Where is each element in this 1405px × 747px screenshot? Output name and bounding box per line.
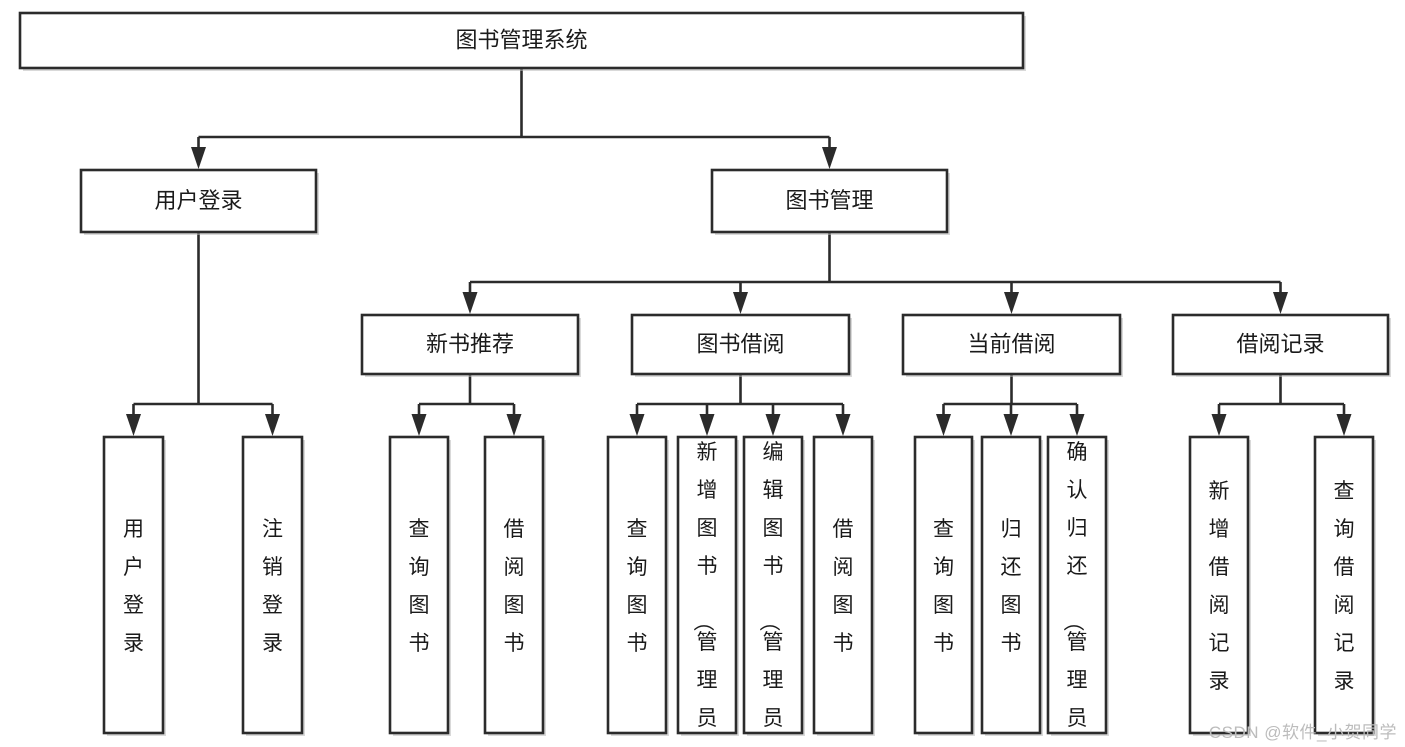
node-rect[interactable] [630,313,851,376]
node-rect[interactable] [812,435,874,735]
edge-arrow-icon [1004,292,1019,314]
edge-arrow-icon [822,147,837,169]
node-label: 查询图书 [409,518,430,655]
node-root[interactable]: 图书管理系统 [18,11,1026,71]
node-label: 确认归还（管理员） [1062,441,1088,747]
edge-arrow-icon [1211,414,1227,436]
node-l3-new[interactable]: 新书推荐 [360,313,581,377]
edge-arrow-icon [765,414,781,436]
node-leaf-b-query[interactable]: 查询图书 [606,435,669,736]
edges-layer [126,68,1352,436]
node-rect[interactable] [79,168,318,234]
node-leaf-c-query[interactable]: 查询图书 [913,435,975,736]
node-leaf-c-return[interactable]: 归还图书 [980,435,1043,736]
node-l2-book[interactable]: 图书管理 [710,168,950,235]
node-label: 图书借阅 [696,331,784,356]
node-label: 查询借阅记录 [1334,480,1355,693]
node-leaf-b-edit[interactable]: 编辑图书（管理员） [742,435,805,747]
node-leaf-c-confirm[interactable]: 确认归还（管理员） [1046,435,1109,747]
node-rect[interactable] [102,435,165,735]
node-label: 当前借阅 [967,331,1055,356]
node-label: 编辑图书（管理员） [758,441,784,747]
node-leaf-user-logout[interactable]: 注销登录 [241,435,305,736]
node-label: 图书管理系统 [455,27,587,52]
node-label: 新增图书（管理员） [692,441,718,747]
node-label: 图书管理 [785,188,873,213]
node-leaf-new-query[interactable]: 查询图书 [388,435,451,736]
edge-arrow-icon [265,414,280,436]
node-label: 用户登录 [123,518,144,655]
node-rect[interactable] [606,435,668,735]
watermark-label: CSDN @软件_小贺同学 [1208,723,1397,742]
node-rect[interactable] [388,435,450,735]
edge-arrow-icon [1069,414,1085,436]
node-rect[interactable] [710,168,949,234]
node-rect[interactable] [1188,435,1250,735]
node-rect[interactable] [1046,435,1108,735]
node-rect[interactable] [360,313,580,376]
node-label: 借阅图书 [504,518,525,655]
node-leaf-user-login[interactable]: 用户登录 [102,435,166,736]
node-label: 借阅图书 [833,518,854,655]
node-l3-borrow[interactable]: 图书借阅 [630,313,852,377]
edge-arrow-icon [191,147,206,169]
node-leaf-b-borrow[interactable]: 借阅图书 [812,435,875,736]
node-rect[interactable] [980,435,1042,735]
node-l3-record[interactable]: 借阅记录 [1171,313,1391,377]
node-label: 新增借阅记录 [1209,480,1230,693]
node-leaf-b-add[interactable]: 新增图书（管理员） [676,435,739,747]
node-label: 注销登录 [262,518,283,655]
node-leaf-new-borrow[interactable]: 借阅图书 [483,435,546,736]
edge-arrow-icon [1273,292,1288,314]
edge-arrow-icon [936,414,951,436]
node-rect[interactable] [913,435,974,735]
node-label: 新书推荐 [426,331,514,356]
node-rect[interactable] [742,435,804,735]
node-label: 查询图书 [627,518,648,655]
nodes-layer: 图书管理系统用户登录图书管理新书推荐图书借阅当前借阅借阅记录用户登录注销登录查询… [18,11,1391,747]
edge-arrow-icon [1336,414,1352,436]
edge-arrow-icon [1003,414,1019,436]
node-label: 用户登录 [154,188,242,213]
node-label: 查询图书 [933,518,954,655]
edge-arrow-icon [733,292,748,314]
node-rect[interactable] [1313,435,1375,735]
edge-arrow-icon [411,414,427,436]
node-rect[interactable] [241,435,304,735]
edge-arrow-icon [126,414,141,436]
node-l2-user[interactable]: 用户登录 [79,168,319,235]
edge-arrow-icon [462,292,478,314]
node-l3-current[interactable]: 当前借阅 [901,313,1123,377]
edge-arrow-icon [699,414,715,436]
node-rect[interactable] [901,313,1122,376]
edge-arrow-icon [629,414,645,436]
node-leaf-r-query[interactable]: 查询借阅记录 [1313,435,1376,736]
edge-arrow-icon [506,414,522,436]
node-label: 借阅记录 [1236,331,1324,356]
node-rect[interactable] [483,435,545,735]
node-rect[interactable] [676,435,738,735]
node-leaf-r-add[interactable]: 新增借阅记录 [1188,435,1251,736]
node-rect[interactable] [1171,313,1390,376]
node-rect[interactable] [18,11,1025,70]
node-label: 归还图书 [1001,518,1022,655]
edge-arrow-icon [835,414,851,436]
